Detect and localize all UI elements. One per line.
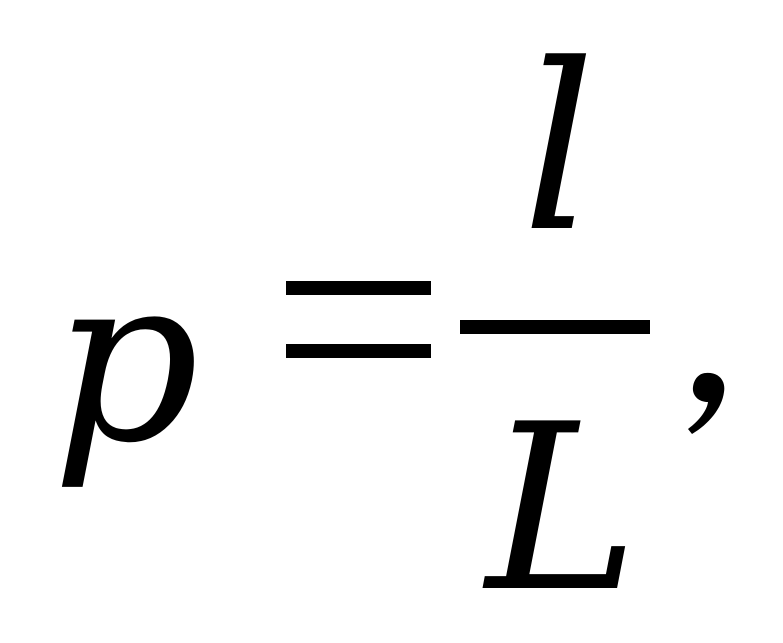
fraction-denominator: L (486, 376, 639, 643)
equals-bar-bottom (286, 344, 431, 358)
comma (688, 372, 725, 434)
variable-p: p (52, 227, 200, 494)
equals-bar-top (286, 281, 431, 295)
fraction-bar (460, 320, 650, 334)
fraction-numerator: l (522, 16, 596, 283)
